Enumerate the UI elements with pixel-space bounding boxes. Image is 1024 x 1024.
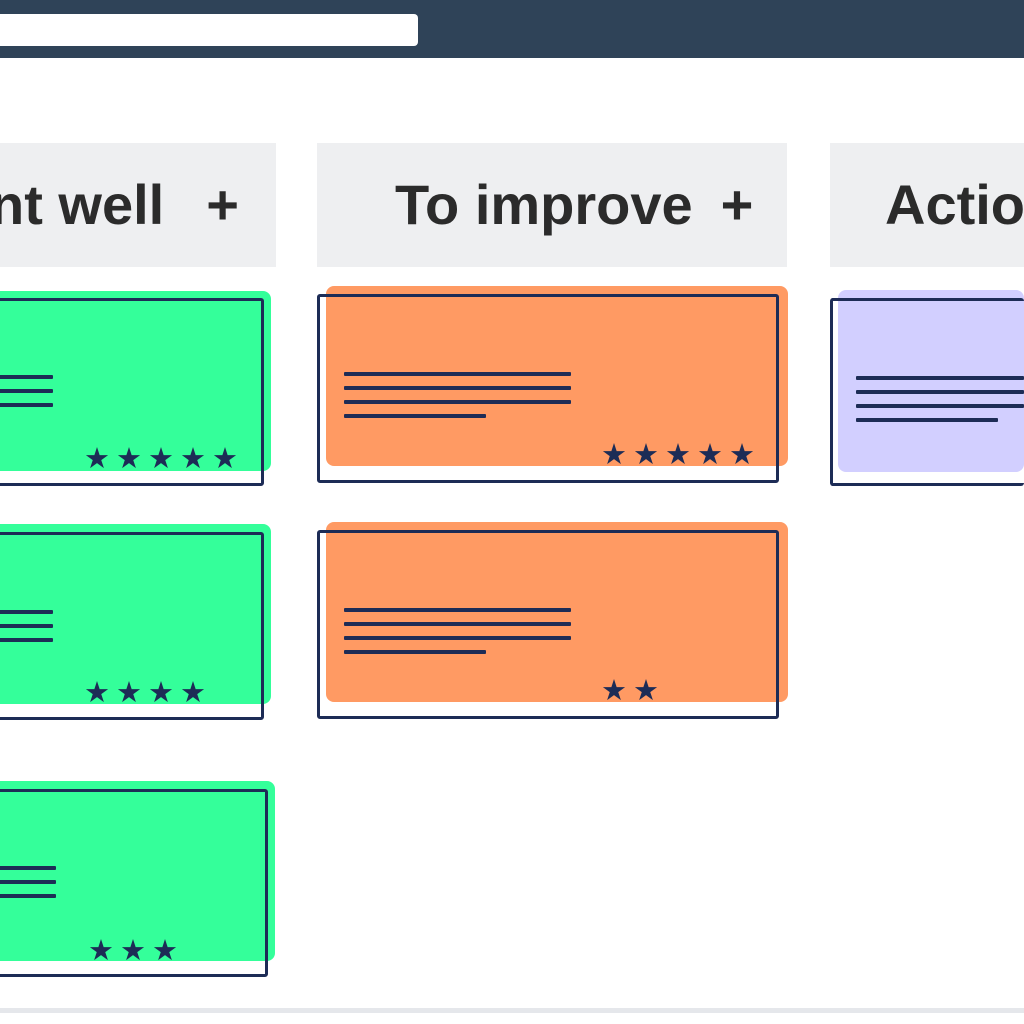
- browser-toolbar: [0, 0, 1024, 58]
- column-title-actions: Actio: [885, 173, 1024, 236]
- rating-stars: ★★★★★: [601, 439, 761, 471]
- column-header-actions: Actio: [830, 143, 1024, 267]
- add-card-icon-went-well[interactable]: +: [206, 173, 239, 236]
- rating-stars: ★★★★: [84, 677, 212, 709]
- window-bottom-border: [0, 1008, 1024, 1013]
- column-title-to-improve: To improve: [395, 173, 693, 236]
- address-bar[interactable]: [0, 14, 418, 46]
- add-card-icon-to-improve[interactable]: +: [720, 173, 754, 236]
- rating-stars: ★★: [601, 675, 665, 707]
- column-header-went-well: nt well +: [0, 143, 276, 267]
- column-header-to-improve: To improve +: [317, 143, 787, 267]
- column-title-went-well: nt well: [0, 173, 165, 236]
- rating-stars: ★★★: [88, 935, 184, 967]
- rating-stars: ★★★★★: [84, 443, 244, 475]
